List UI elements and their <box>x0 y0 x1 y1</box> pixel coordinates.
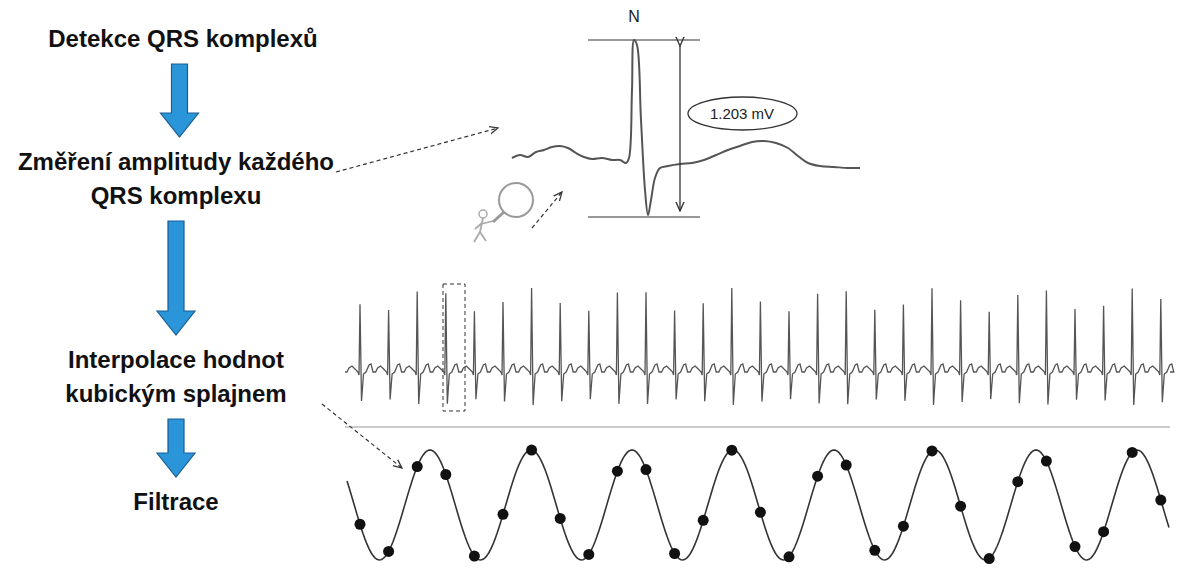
figure-head <box>479 210 487 218</box>
sample-dot <box>498 509 509 520</box>
level-line <box>588 39 700 40</box>
magnifier-figure <box>474 183 533 242</box>
sample-dot <box>555 513 566 524</box>
sample-dot <box>641 464 652 475</box>
ecg-strip <box>345 284 1174 427</box>
step-text: Interpolace hodnot kubickým splajnem <box>26 343 326 411</box>
level-line <box>588 216 700 217</box>
leader-arrow <box>532 192 562 228</box>
sample-dot <box>669 548 680 559</box>
step-text: Filtrace <box>76 485 276 519</box>
qrs-detail <box>512 40 860 217</box>
process-step: Interpolace hodnot kubickým splajnem <box>26 343 326 411</box>
flow-arrow <box>161 64 199 137</box>
sample-dot <box>612 466 623 477</box>
sample-dot <box>755 507 766 518</box>
sample-dot <box>841 460 852 471</box>
sample-dot <box>412 461 423 472</box>
step-text: Detekce QRS komplexů <box>18 22 348 56</box>
sample-dot <box>927 445 938 456</box>
value-ellipse: 1.203 mV <box>687 96 798 131</box>
leader-arrow <box>322 404 402 468</box>
sample-dot <box>726 445 737 456</box>
sample-dot <box>383 546 394 557</box>
sample-dot <box>1012 476 1023 487</box>
amplitude-arrow <box>679 46 680 211</box>
separator <box>345 426 1170 427</box>
step-text: Změření amplitudy každého QRS komplexu <box>6 145 346 213</box>
sample-dot <box>1070 541 1081 552</box>
process-step: Detekce QRS komplexů <box>18 22 348 56</box>
sample-dot <box>898 521 909 532</box>
sample-dot <box>984 553 995 564</box>
sample-dot <box>526 445 537 456</box>
sample-dot <box>469 551 480 562</box>
magnifier-handle <box>493 212 504 222</box>
sample-dot <box>355 519 366 530</box>
ecg-trace <box>345 288 1174 405</box>
figure-body <box>474 218 493 242</box>
sample-dot <box>784 551 795 562</box>
magnifier-lens <box>499 183 533 217</box>
flow-arrow <box>157 419 195 477</box>
leader-arrow <box>336 128 498 172</box>
flow-arrow <box>157 221 195 335</box>
value-text: 1.203 mV <box>710 105 774 122</box>
qrs-trace <box>512 40 860 215</box>
process-step: Filtrace <box>76 485 276 519</box>
leader-lines <box>322 128 562 468</box>
process-step: Změření amplitudy každého QRS komplexu <box>6 145 346 213</box>
sample-dot <box>869 545 880 556</box>
sample-dot <box>1127 447 1138 458</box>
sample-dot <box>440 469 451 480</box>
sample-dot <box>698 515 709 526</box>
sample-dot <box>1041 456 1052 467</box>
selection-box <box>443 284 465 411</box>
wave-label: N <box>628 8 640 26</box>
sample-dot <box>1098 526 1109 537</box>
interpolated-curve <box>347 445 1169 565</box>
spline-curve <box>347 450 1169 560</box>
sample-dot <box>812 471 823 482</box>
sample-dot <box>955 501 966 512</box>
sample-dot <box>1155 495 1166 506</box>
sample-dot <box>583 549 594 560</box>
